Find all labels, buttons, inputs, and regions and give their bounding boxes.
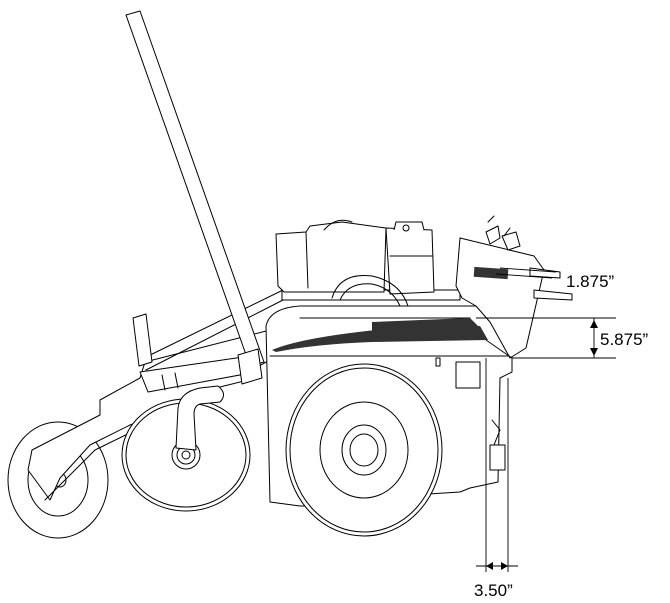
label-front-overhang: 3.50” [474, 581, 513, 600]
push-handle [125, 10, 265, 385]
engine [275, 219, 461, 307]
label-shroud-height: 5.875” [600, 330, 649, 349]
dimension-shroud-height [476, 317, 616, 359]
control-console [455, 215, 573, 359]
middle-wheel [121, 385, 251, 512]
shroud-decal [272, 318, 488, 352]
label-height-to-console: 1.875” [566, 272, 615, 291]
drive-wheel [285, 363, 443, 537]
dimension-front-overhang [476, 339, 518, 572]
dimension-height-to-console [495, 267, 557, 279]
